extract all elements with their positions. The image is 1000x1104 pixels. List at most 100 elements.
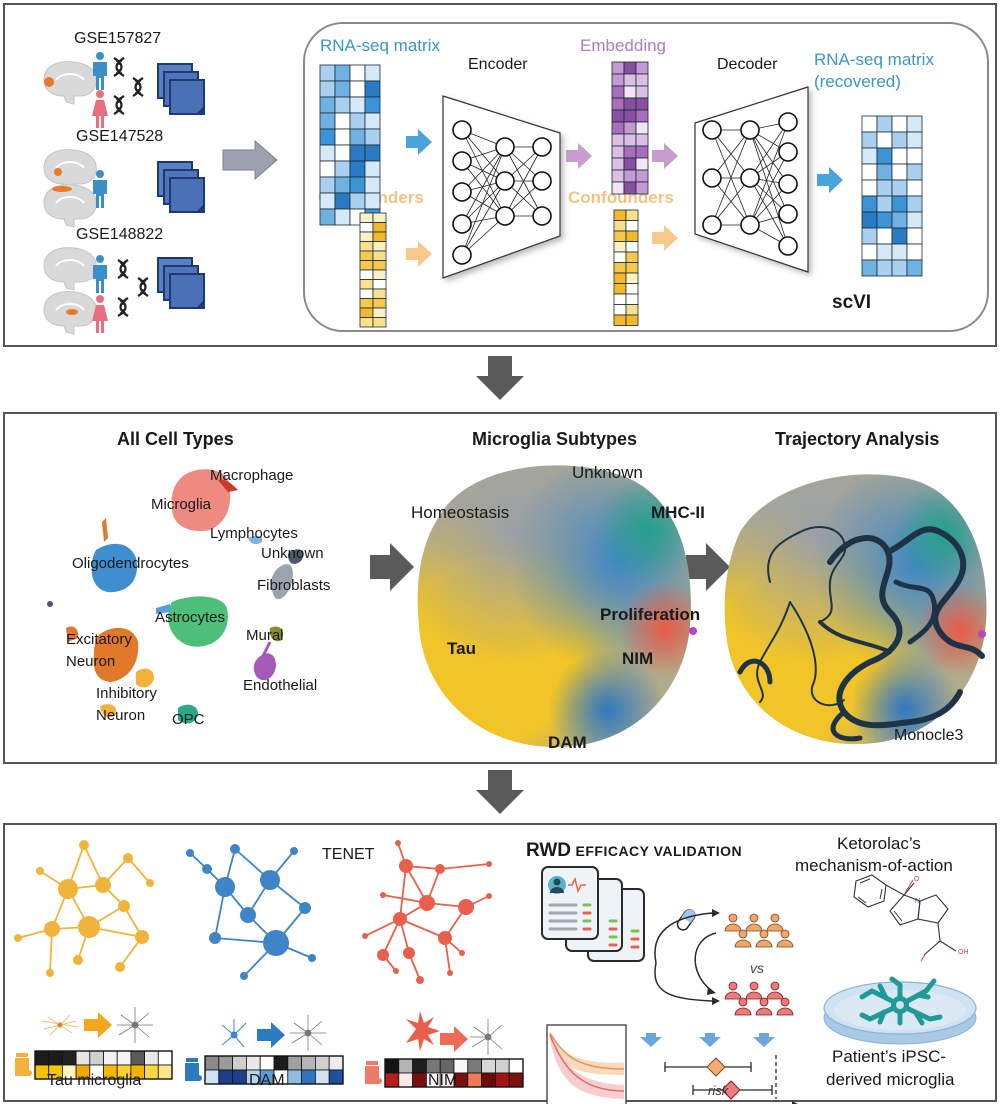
- label-lymphocytes: Lymphocytes: [210, 525, 298, 542]
- subtype-label-unknown: Unknown: [572, 463, 643, 482]
- network-label-dam: DAM: [249, 1072, 285, 1089]
- matrix-cell: [613, 262, 627, 274]
- cluster-lymphocytes: [248, 535, 263, 545]
- matrix-cell: [334, 160, 351, 178]
- heatmap-cell: [467, 1072, 482, 1088]
- network-edge: [711, 129, 751, 226]
- matrix-cell: [623, 61, 637, 75]
- matrix-cell: [623, 157, 637, 171]
- network-neuron: [702, 168, 722, 188]
- network-node: [399, 859, 413, 873]
- network-neuron: [532, 206, 552, 226]
- transition-arrow-nim-icon: [440, 1026, 468, 1052]
- drug-bottle-icon: [185, 1058, 202, 1081]
- matrix-cell: [625, 314, 639, 326]
- matrix-cell: [372, 260, 387, 271]
- matrix-cell: [611, 145, 625, 159]
- transition-arrow-tau-icon: [84, 1012, 112, 1038]
- network-node: [438, 931, 452, 945]
- matrix-cell: [319, 208, 336, 226]
- matrix-cell: [906, 259, 923, 277]
- cluster-astrocytes: [168, 596, 228, 647]
- heatmap-cell: [232, 1055, 247, 1071]
- network-neuron: [532, 137, 552, 157]
- dataset-label-gse148822: GSE148822: [76, 226, 164, 243]
- matrix-cell: [891, 115, 908, 133]
- embedding-label: Embedding: [580, 36, 667, 55]
- heatmap-cell: [157, 1064, 173, 1080]
- matrix-cell: [861, 131, 878, 149]
- flow-arrow-right-icon: [222, 139, 278, 181]
- cluster-oligodendrocytes: [91, 543, 138, 593]
- matrix-cell: [861, 115, 878, 133]
- matrix-cell: [906, 131, 923, 149]
- treated-cohort-icon: [724, 913, 794, 948]
- rwd-efficacy-diagram: [541, 866, 798, 1104]
- matrix-cell: [364, 192, 381, 210]
- cluster-mural: [269, 626, 284, 642]
- decoder-network: [702, 112, 798, 256]
- effect-estimate-control-icon: [721, 1080, 741, 1100]
- matrix-cell: [625, 241, 639, 253]
- control-cohort-icon: [724, 981, 794, 1016]
- network-neuron: [452, 182, 472, 202]
- heatmap-cell: [398, 1072, 413, 1088]
- label-astrocytes: Astrocytes: [155, 609, 226, 626]
- matrix-cell: [359, 317, 374, 328]
- matrix-cell: [861, 195, 878, 213]
- matrix-cell: [861, 147, 878, 165]
- matrix-cell: [876, 243, 893, 261]
- heatmap-cell: [314, 1055, 330, 1071]
- scvi-architecture: [319, 61, 923, 328]
- network-node: [260, 870, 280, 890]
- matrix-cell: [861, 179, 878, 197]
- matrix-cell: [319, 112, 336, 130]
- matrix-cell: [611, 157, 625, 171]
- heatmap-cell: [259, 1055, 275, 1071]
- matrix-cell: [611, 61, 625, 75]
- network-neuron: [740, 120, 760, 140]
- label-microglia: Microglia: [151, 496, 212, 513]
- cohort-split-arrows: [654, 912, 717, 1002]
- subtype-label-nim: NIM: [622, 649, 654, 668]
- network-node: [458, 899, 474, 915]
- ipsc-microglia-icon: [859, 976, 943, 1026]
- cluster-excitatory-edge: [66, 626, 79, 642]
- matrix-cell: [861, 163, 878, 181]
- person-head-icon: [759, 929, 769, 939]
- matrix-cell: [635, 145, 649, 159]
- matrix-cell: [635, 97, 649, 111]
- arrow-confounders-to-encoder-icon: [406, 241, 432, 267]
- heatmap-cell: [144, 1050, 159, 1066]
- matrix-cell: [613, 293, 627, 305]
- matrix-cell: [334, 96, 351, 114]
- matrix-cell: [906, 227, 923, 245]
- heatmap-cell: [384, 1058, 400, 1074]
- matrix-cell: [876, 195, 893, 213]
- matrix-cell: [876, 179, 893, 197]
- recovered-matrix-label-line2: (recovered): [814, 72, 901, 91]
- network-neuron: [778, 204, 798, 224]
- embedding-matrix-heatmap: [611, 61, 649, 195]
- cluster-endothelial: [253, 653, 276, 681]
- network-node: [290, 847, 298, 855]
- heatmap-cell: [157, 1050, 173, 1066]
- subtype-label-dam: DAM: [548, 733, 587, 752]
- network-node: [123, 853, 133, 863]
- matrix-cell: [625, 272, 639, 284]
- ketorolac-atom-o: O: [914, 876, 920, 883]
- network-edge: [504, 146, 543, 217]
- dataset-label-gse157827: GSE157827: [74, 30, 162, 47]
- matrix-cell: [611, 169, 625, 183]
- person-head-icon: [780, 929, 790, 939]
- matrix-cell: [349, 112, 366, 130]
- flow-arrow-down-icon: [476, 356, 524, 400]
- matrix-cell: [906, 115, 923, 133]
- matrix-cell: [891, 195, 908, 213]
- pyrrole-ring: [889, 894, 921, 926]
- network-node: [362, 933, 368, 939]
- matrix-cell: [364, 112, 381, 130]
- matrix-cell: [349, 128, 366, 146]
- network-node: [95, 877, 111, 893]
- matrix-cell: [611, 73, 625, 87]
